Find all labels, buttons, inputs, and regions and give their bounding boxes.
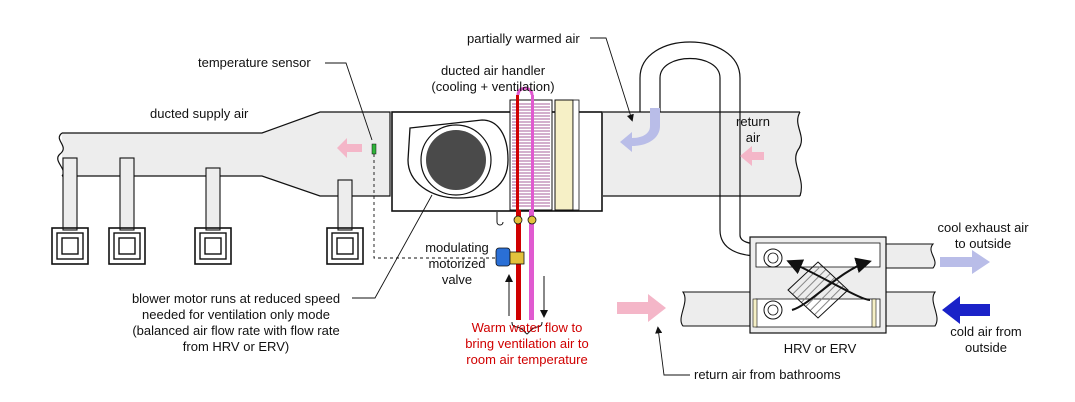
label-blower-2: needed for ventilation only mode xyxy=(142,307,330,322)
label-return-1: return xyxy=(736,114,770,129)
supply-registers xyxy=(51,227,364,265)
leader-lines xyxy=(325,37,690,376)
return-duct xyxy=(603,111,803,197)
flex-duct-loop xyxy=(639,41,761,257)
hrv-unit xyxy=(680,236,938,334)
label-hrv-erv: HRV or ERV xyxy=(783,341,857,356)
label-air-handler-1: ducted air handler xyxy=(440,63,546,78)
control-wire xyxy=(373,154,496,259)
label-partially-warmed-air: partially warmed air xyxy=(467,31,580,46)
label-blower-3: (balanced air flow rate with flow rate xyxy=(132,323,340,338)
register-1 xyxy=(51,227,89,265)
label-return-2: air xyxy=(745,130,761,145)
cold-air-arrow xyxy=(942,296,990,324)
supply-duct xyxy=(57,111,391,231)
label-valve-2: motorized xyxy=(428,256,486,271)
label-return-bathrooms: return air from bathrooms xyxy=(694,367,841,382)
label-air-handler-2: (cooling + ventilation) xyxy=(431,79,555,94)
supply-fan xyxy=(763,300,783,320)
label-temperature-sensor: temperature sensor xyxy=(198,55,311,70)
label-cool-exhaust-1: cool exhaust air xyxy=(937,220,1029,235)
label-cold-air-1: cold air from xyxy=(950,324,1022,339)
valve-body xyxy=(509,251,525,265)
air-handler xyxy=(391,99,603,226)
label-warm-water-1: Warm water flow to xyxy=(471,320,583,335)
register-2 xyxy=(108,227,146,265)
label-warm-water-2: bring ventilation air to xyxy=(465,336,589,351)
register-3 xyxy=(194,227,232,265)
valve-actuator xyxy=(495,247,511,267)
bathroom-return-arrow xyxy=(617,294,666,322)
label-blower-4: from HRV or ERV) xyxy=(182,339,290,354)
supply-arrow xyxy=(337,138,362,158)
label-cold-air-2: outside xyxy=(965,340,1007,355)
label-warm-water-3: room air temperature xyxy=(466,352,588,367)
filter xyxy=(554,99,574,211)
return-arrow xyxy=(740,146,764,166)
label-valve-1: modulating xyxy=(425,240,489,255)
partially-warmed-arrow xyxy=(620,108,660,152)
register-4 xyxy=(326,227,364,265)
exhaust-arrow xyxy=(940,250,990,274)
label-cool-exhaust-2: to outside xyxy=(954,236,1012,251)
label-blower-1: blower motor runs at reduced speed xyxy=(131,291,341,306)
label-ducted-supply-air: ducted supply air xyxy=(150,106,249,121)
exhaust-fan xyxy=(763,248,783,268)
water-pipes xyxy=(495,86,548,335)
label-valve-3: valve xyxy=(441,272,473,287)
temperature-sensor-device xyxy=(371,143,377,155)
airflow-arrows xyxy=(337,108,990,324)
